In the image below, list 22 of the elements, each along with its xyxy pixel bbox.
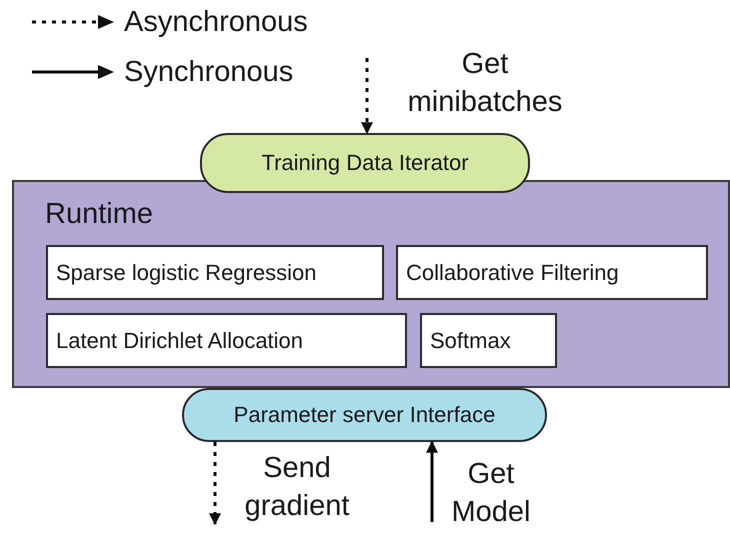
box-label: Parameter server Interface: [234, 401, 496, 429]
box-label: Softmax: [430, 326, 511, 354]
module-box: [396, 245, 708, 300]
box-label: Training Data Iterator: [261, 149, 469, 177]
rounded-box: [200, 133, 530, 193]
module-box: [420, 313, 557, 368]
legend-label: Synchronous: [124, 55, 294, 90]
arrow: [426, 440, 438, 522]
module-box: [46, 245, 384, 300]
box-label: Collaborative Filtering: [406, 258, 619, 286]
module-box: [46, 313, 407, 368]
panel-title: Runtime: [45, 200, 153, 229]
box-label: Sparse logistic Regression: [56, 258, 316, 286]
rounded-box: [182, 388, 547, 442]
legend-label: Asynchronous: [124, 5, 308, 40]
runtime-panel: [12, 180, 730, 388]
box-label: Latent Dirichlet Allocation: [56, 326, 304, 354]
dashed-arrow: [361, 58, 373, 134]
edge-label: Get minibatches: [406, 47, 564, 120]
edge-label: Get Model: [450, 457, 532, 530]
edge-label: Send gradient: [244, 451, 350, 524]
dashed-arrow: [209, 442, 221, 526]
